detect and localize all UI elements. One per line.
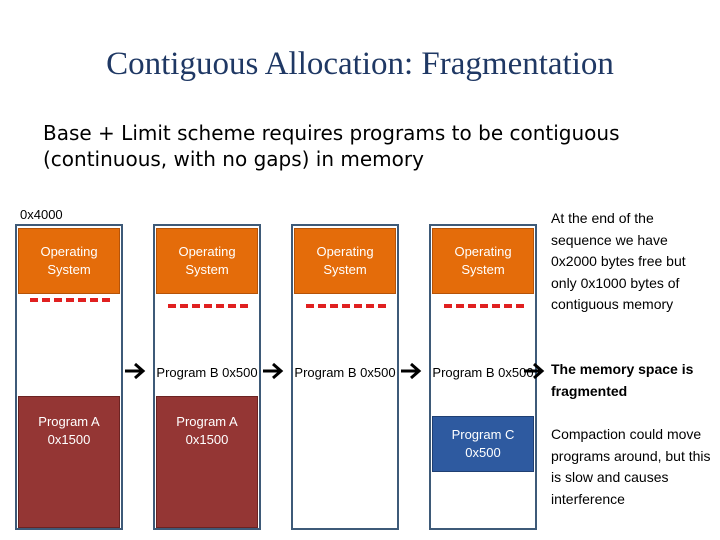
os-boundary-dashed-line bbox=[168, 304, 248, 308]
slide-subtitle: Base + Limit scheme requires programs to… bbox=[43, 121, 620, 171]
slide-title: Contiguous Allocation: Fragmentation bbox=[106, 46, 614, 82]
program-b-block: Program B 0x500 bbox=[156, 351, 258, 395]
address-top-label: 0x4000 bbox=[20, 207, 63, 222]
os-block: Operating System bbox=[432, 228, 534, 294]
os-boundary-dashed-line bbox=[444, 304, 524, 308]
right-arrow-icon bbox=[263, 362, 284, 380]
os-boundary-dashed-line bbox=[30, 298, 110, 302]
right-arrow-icon bbox=[524, 362, 545, 380]
compaction-note: Compaction could move programs around, b… bbox=[551, 426, 711, 507]
os-block: Operating System bbox=[294, 228, 396, 294]
fragmented-note: The memory space is fragmented bbox=[551, 361, 694, 399]
memory-column-4: Operating System Program B 0x500 Program… bbox=[429, 224, 537, 530]
program-a-block: Program A 0x1500 bbox=[156, 396, 258, 528]
right-arrow-icon bbox=[125, 362, 146, 380]
free-space-note: At the end of the sequence we have 0x200… bbox=[551, 210, 686, 312]
memory-column-2: Operating System Program B 0x500 Program… bbox=[153, 224, 261, 530]
memory-column-1: Operating System Program A 0x1500 bbox=[15, 224, 123, 530]
memory-column-3: Operating System Program B 0x500 bbox=[291, 224, 399, 530]
program-a-block: Program A 0x1500 bbox=[18, 396, 120, 528]
os-block: Operating System bbox=[18, 228, 120, 294]
program-b-block: Program B 0x500 bbox=[432, 351, 534, 395]
os-boundary-dashed-line bbox=[306, 304, 386, 308]
right-arrow-icon bbox=[401, 362, 422, 380]
program-b-block: Program B 0x500 bbox=[294, 351, 396, 395]
os-block: Operating System bbox=[156, 228, 258, 294]
program-c-block: Program C 0x500 bbox=[432, 416, 534, 472]
